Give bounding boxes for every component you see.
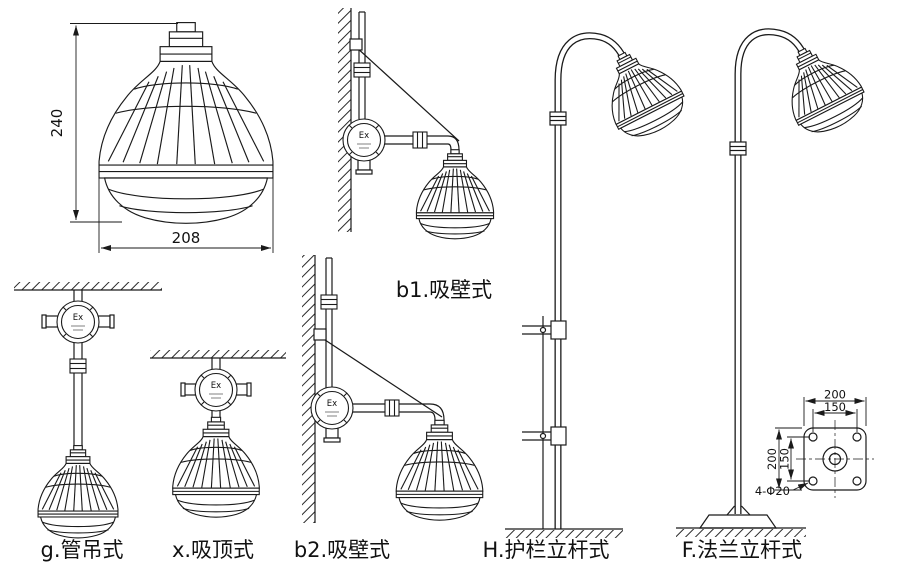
stub-plug <box>45 315 59 328</box>
pipe-union <box>320 294 338 310</box>
bolt-hole <box>808 432 818 442</box>
wall-hatch <box>338 8 351 232</box>
bolt-hole <box>852 432 862 442</box>
flange-holes-label: 4-Φ20 <box>755 484 790 498</box>
lamp-drawing <box>37 445 119 539</box>
stub-plug <box>235 383 249 396</box>
figure-b1-wall-mount: Ex b1.吸壁式 <box>338 8 495 302</box>
figure-f-flange-pole: F.法兰立杆式 <box>676 28 874 562</box>
ground-hatch <box>676 529 806 537</box>
pipe-union <box>69 358 87 374</box>
lamp-drawing <box>172 416 260 518</box>
caption-h: H.护栏立杆式 <box>482 538 609 562</box>
figure-h-guardrail-pole: H.护栏立杆式 <box>482 32 694 562</box>
wall-clamp <box>349 38 363 51</box>
pipe-union <box>549 111 567 126</box>
flange-dim-inner-top: 150 <box>824 400 846 414</box>
figure-spec-lamp: 240 208 <box>48 21 274 253</box>
figure-x-ceiling-mount: Ex x.吸顶式 <box>150 350 286 562</box>
flange-detail: 200 150 200 150 4-Φ20 <box>755 388 874 498</box>
caption-f: F.法兰立杆式 <box>682 538 802 562</box>
ex-label: Ex <box>211 381 221 391</box>
pipe-union <box>412 131 428 149</box>
flange-dim-top-outer: 200 <box>803 388 867 426</box>
bolt-hole <box>808 476 818 486</box>
bolt-hole <box>852 476 862 486</box>
figure-g-pipe-pendant: Ex g.管吊式 <box>14 282 162 562</box>
ex-label: Ex <box>359 131 369 141</box>
caption-b1: b1.吸壁式 <box>396 278 492 302</box>
stub-plug <box>97 315 111 328</box>
wall-clamp <box>313 328 327 341</box>
rail-clamp <box>550 426 567 446</box>
dimension-height: 240 <box>48 23 178 223</box>
ex-label: Ex <box>327 399 337 409</box>
ceiling-hatch <box>14 282 162 290</box>
caption-x: x.吸顶式 <box>172 538 254 562</box>
flange-dim-left-outer: 200 <box>765 427 802 491</box>
wall-hatch <box>302 255 315 523</box>
pipe-union <box>729 141 747 156</box>
lamp-drawing <box>768 33 874 143</box>
lamp-drawing <box>588 37 694 147</box>
caption-b2: b2.吸壁式 <box>294 538 390 562</box>
pipe-union <box>384 399 400 417</box>
flange-dim-outer-top: 200 <box>824 388 846 402</box>
dim-width-label: 208 <box>172 229 201 247</box>
lamp-drawing <box>98 21 274 225</box>
ceiling-hatch <box>150 350 286 358</box>
lamp-drawing <box>395 419 484 521</box>
flange-dim-top-inner: 150 <box>812 400 858 432</box>
flange-dim-outer-left: 200 <box>765 448 779 470</box>
stub-plug <box>183 383 197 396</box>
ex-label: Ex <box>73 313 83 323</box>
figure-b2-wall-mount: Ex b2.吸壁式 <box>294 255 484 562</box>
flange-base <box>698 514 778 529</box>
caption-g: g.管吊式 <box>40 538 123 562</box>
rail-clamp <box>550 320 567 340</box>
flange-dim-inner-left: 150 <box>778 448 792 470</box>
lamp-drawing <box>415 149 495 240</box>
pipe-union <box>353 62 371 78</box>
brace-rod <box>354 45 460 142</box>
flange-dim-left-inner: 150 <box>778 436 810 482</box>
ground-hatch <box>505 530 623 538</box>
dimension-width: 208 <box>98 178 274 253</box>
dim-height-label: 240 <box>48 109 66 138</box>
